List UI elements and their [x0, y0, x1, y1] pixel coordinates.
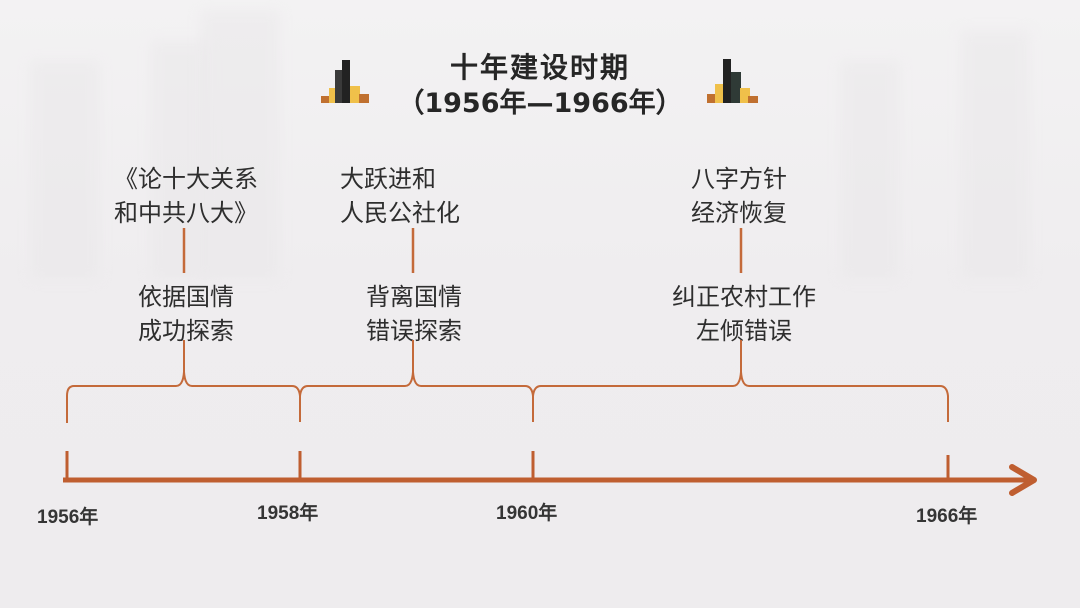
background-building	[30, 60, 100, 280]
timeline-axis	[63, 451, 1037, 496]
page-title: 十年建设时期 （1956年—1966年）	[370, 50, 710, 122]
event-text-period-2: 大跃进和 人民公社化	[340, 165, 460, 227]
title-years: （1956年—1966年）	[397, 88, 683, 119]
assessment-text-period-2: 背离国情 错误探索	[366, 283, 462, 345]
bar-chart-icon	[707, 59, 758, 103]
assessment-text-period-1: 依据国情 成功探索	[138, 283, 234, 345]
event-connectors	[182, 228, 743, 273]
background-building	[840, 60, 900, 280]
background-building	[960, 30, 1030, 280]
bar-chart-icon	[321, 60, 369, 103]
event-text-period-1: 《论十大关系 和中共八大》	[114, 165, 258, 227]
tick-label-1966: 1966年	[916, 506, 978, 527]
arrow-head-icon	[1009, 464, 1037, 496]
assessment-text-period-3: 纠正农村工作 左倾错误	[672, 283, 816, 345]
event-text-period-3: 八字方针 经济恢复	[691, 165, 787, 227]
tick-label-1958: 1958年	[257, 503, 319, 524]
period-braces	[66, 340, 949, 423]
tick-label-1956: 1956年	[37, 507, 99, 528]
background-building	[150, 40, 210, 280]
background-building	[200, 10, 280, 280]
tick-label-1960: 1960年	[496, 503, 558, 524]
title-main: 十年建设时期	[449, 51, 630, 84]
